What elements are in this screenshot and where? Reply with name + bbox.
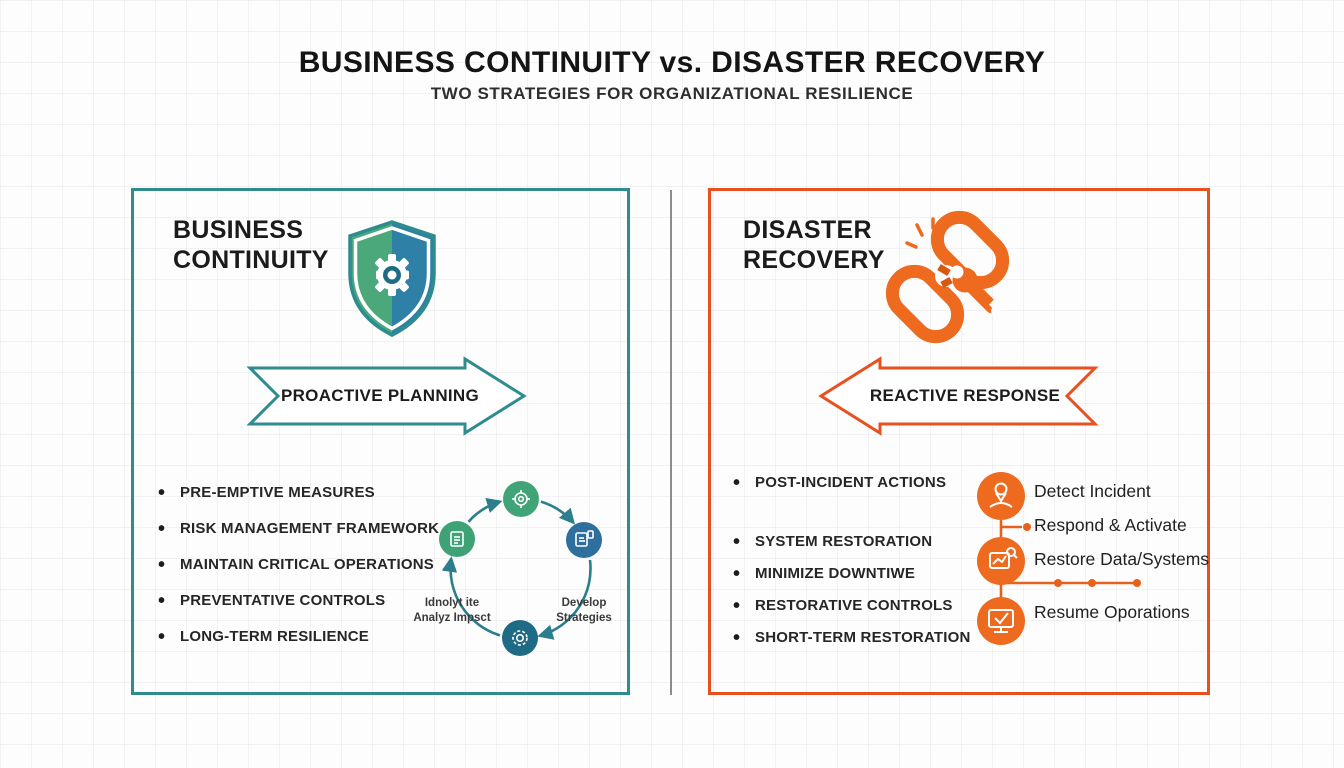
reactive-response-banner: REACTIVE RESPONSE [818, 356, 1099, 436]
list-item: SHORT-TERM RESTORATION [733, 622, 971, 654]
business-continuity-panel [131, 188, 630, 695]
disaster-recovery-panel [708, 188, 1210, 695]
list-item: RISK MANAGEMENT FRAMEWORK [158, 513, 439, 545]
broken-chain-wrench-icon [885, 210, 1015, 344]
spark-lines [905, 217, 935, 249]
gear-glyph [375, 254, 409, 296]
list-item: LONG-TERM RESILIENCE [158, 621, 439, 653]
shield-gear-icon [344, 218, 440, 340]
disaster-recovery-bullet-list: POST-INCIDENT ACTIONS SYSTEM RESTORATION… [733, 467, 971, 654]
step-label-resume: Resume Oporations [1034, 602, 1190, 622]
list-item: RESTORATIVE CONTROLS [733, 590, 971, 622]
step-label-restore: Restore Data/Systems [1034, 549, 1210, 569]
page-title: BUSINESS CONTINUITY vs. DISASTER RECOVER… [298, 46, 1046, 79]
business-continuity-bullet-list: PRE-EMPTIVE MEASURES RISK MANAGEMENT FRA… [158, 477, 439, 657]
reactive-response-label: REACTIVE RESPONSE [869, 386, 1061, 405]
cycle-node-implement [502, 620, 538, 656]
list-item: PREVENTATIVE CONTROLS [158, 585, 439, 617]
step-label-detect: Detect Incident [1034, 481, 1151, 501]
proactive-planning-label: PROACTIVE PLANNING [280, 386, 480, 405]
cycle-node-identify [439, 521, 475, 557]
cycle-node-plan [566, 522, 602, 558]
restore-data-icon [977, 537, 1025, 585]
list-item: POST-INCIDENT ACTIONS [733, 467, 971, 499]
step-label-respond: Respond & Activate [1034, 515, 1187, 535]
wrench-glyph [950, 265, 1004, 316]
detect-incident-icon [977, 472, 1025, 520]
list-item: PRE-EMPTIVE MEASURES [158, 477, 439, 509]
list-item: MINIMIZE DOWNTIWE [733, 558, 971, 590]
disaster-recovery-title: DISASTER RECOVERY [743, 216, 885, 274]
proactive-planning-banner: PROACTIVE PLANNING [246, 356, 527, 436]
cycle-node-assess [503, 481, 539, 517]
list-item: MAINTAIN CRITICAL OPERATIONS [158, 549, 439, 581]
business-continuity-title: BUSINESS CONTINUITY [173, 216, 329, 274]
resume-operations-icon [977, 597, 1025, 645]
continuity-cycle-diagram [395, 455, 645, 680]
recovery-steps-diagram [965, 460, 1215, 660]
cycle-label-identify-analyze: Idnolyt ite Analyz Impsct [413, 597, 491, 624]
list-item: SYSTEM RESTORATION [733, 526, 971, 558]
page-subtitle: TWO STRATEGIES FOR ORGANIZATIONAL RESILI… [430, 84, 914, 103]
panel-divider [670, 190, 672, 695]
cycle-label-develop-strategies: Develop Strategies [556, 597, 612, 624]
